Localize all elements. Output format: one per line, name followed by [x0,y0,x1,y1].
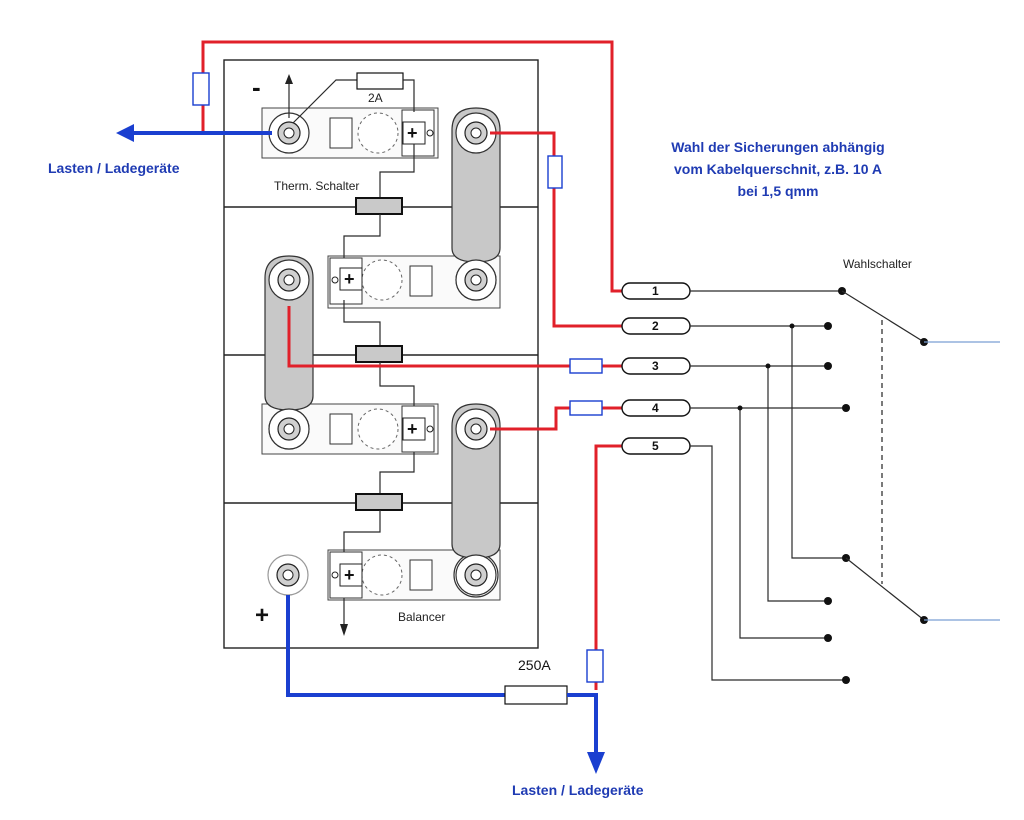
fuse-2a-label: 2A [368,91,383,105]
fuse-note-line-2: vom Kabelquerschnit, z.B. 10 A [674,161,882,177]
therm-schalter-label: Therm. Schalter [274,179,359,193]
fuse-note-line-1: Wahl der Sicherungen abhängig [671,139,884,155]
fuse-number-1: 1 [652,284,659,298]
selector-switch [690,287,1000,684]
fuse-number-4: 4 [652,401,659,415]
minus-sign: - [252,72,261,102]
red-wires [192,40,622,690]
load-wires [116,124,605,774]
fuse-number-3: 3 [652,359,659,373]
wahlschalter-label: Wahlschalter [843,257,912,271]
balancer-terminals: + + + + [331,121,434,587]
fuse-number-2: 2 [652,319,659,333]
busbars [264,107,501,596]
fuse-250a-label: 250A [518,657,551,673]
svg-text:+: + [407,123,418,143]
balancer-wires [285,72,415,636]
fuse-note-line-3: bei 1,5 qmm [738,183,819,199]
svg-text:+: + [344,269,355,289]
svg-text:+: + [407,419,418,439]
svg-text:+: + [344,565,355,585]
load-label-bottom: Lasten / Ladegeräte [512,782,644,798]
fuse-number-5: 5 [652,439,659,453]
load-label-top: Lasten / Ladegeräte [48,160,180,176]
fuse-holders: 1 2 3 4 5 [621,282,691,455]
plus-sign: + [255,602,269,629]
balancer-label: Balancer [398,610,445,624]
